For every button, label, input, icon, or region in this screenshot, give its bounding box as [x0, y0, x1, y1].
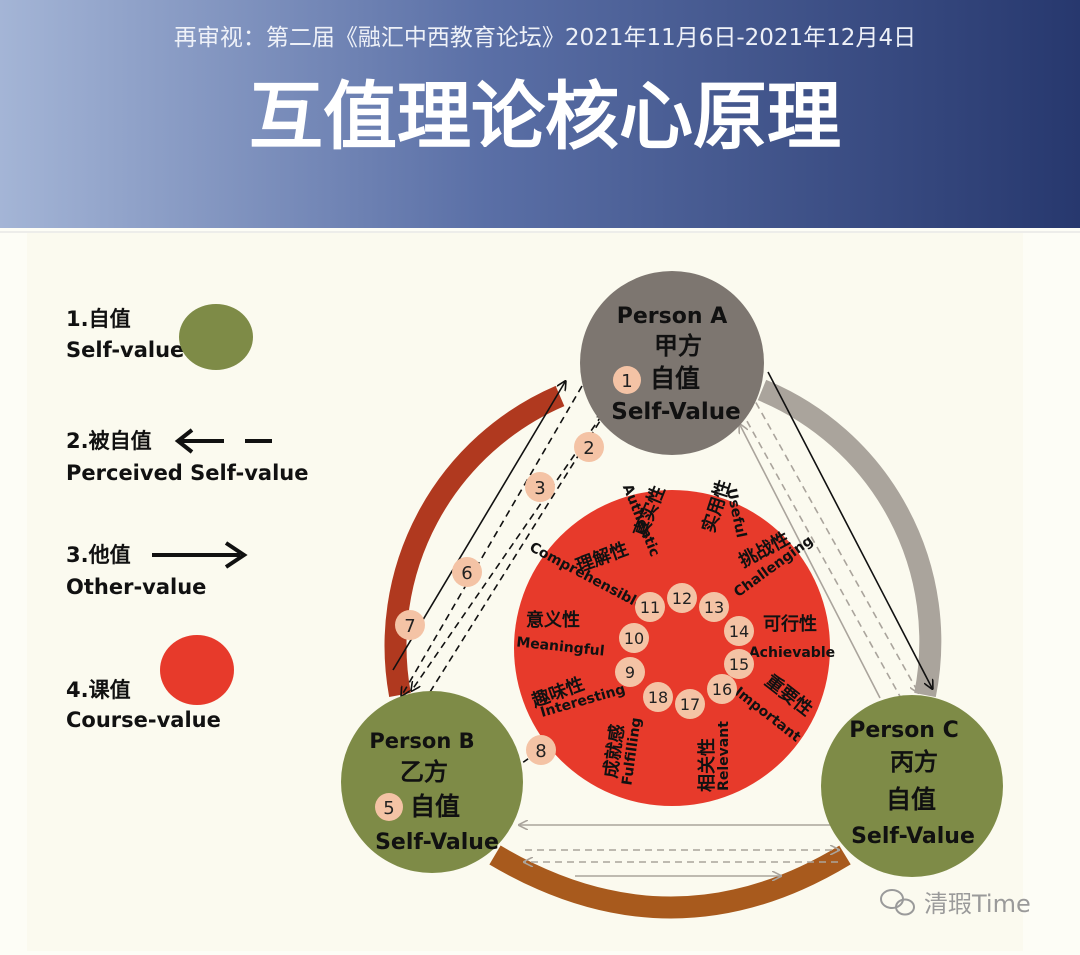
- person-a-circle: [580, 271, 764, 455]
- legend-other-en: Other-value: [66, 575, 206, 599]
- course-number-badge: [675, 689, 705, 719]
- person-a-self-en: Self-Value: [611, 399, 740, 425]
- header-title: 互值理论核心原理: [249, 74, 841, 160]
- course-property-en: Achievable: [749, 645, 835, 661]
- legend-perceived-en: Perceived Self-value: [66, 461, 308, 485]
- legend-self-value-cn: 1.自值: [66, 307, 131, 331]
- watermark-text: 清瑕Time: [924, 890, 1031, 918]
- ring-band-a-c: [757, 379, 942, 698]
- course-number-label: 18: [648, 688, 668, 707]
- header-banner: [0, 0, 1080, 228]
- course-circle: [514, 490, 830, 806]
- relation-badge: [452, 557, 482, 587]
- course-number-label: 10: [624, 629, 644, 648]
- person-b: Person B 乙方 5 自值 Self-Value: [341, 691, 523, 873]
- header-subtitle: 再审视：第二届《融汇中西教育论坛》2021年11月6日-2021年12月4日: [174, 25, 916, 51]
- relation-badge: [574, 432, 604, 462]
- relation-badge-number: 2: [583, 438, 594, 459]
- person-b-self-cn: 自值: [410, 792, 460, 821]
- person-c-self-en: Self-Value: [851, 824, 975, 849]
- course-number-label: 9: [625, 663, 635, 682]
- ring-band-b-c: [489, 845, 851, 919]
- course-number-label: 14: [729, 622, 749, 641]
- person-b-badge-number: 5: [383, 798, 394, 819]
- course-number-badge: [724, 616, 754, 646]
- course-property-cn: 意义性: [526, 609, 580, 631]
- person-c-name: Person C: [849, 718, 959, 743]
- course-number-badge: [707, 674, 737, 704]
- course-number-label: 17: [680, 695, 700, 714]
- person-a: Person A 甲方 1 自值 Self-Value: [580, 271, 764, 455]
- legend-course-swatch: [160, 635, 234, 705]
- watermark: 清瑕Time: [880, 889, 1031, 918]
- relation-badge-number: 3: [534, 478, 545, 499]
- course-number-label: 15: [729, 655, 749, 674]
- course-number-badge: [724, 649, 754, 679]
- relation-badge-number: 7: [404, 616, 415, 637]
- course-number-badge: [643, 682, 673, 712]
- course-property-en: Relevant: [716, 721, 732, 791]
- person-a-cn: 甲方: [654, 332, 702, 360]
- person-a-self-cn: 自值: [650, 364, 700, 393]
- person-a-name: Person A: [617, 304, 727, 329]
- legend-perceived-cn: 2.被自值: [66, 429, 152, 453]
- person-b-badge: [375, 793, 403, 821]
- course-number-label: 11: [640, 598, 660, 617]
- arrows-a-c: [738, 371, 932, 701]
- legend-solid-arrow-icon: [152, 541, 248, 569]
- ring-band-a-b: [384, 385, 565, 697]
- outer-ring: [384, 379, 942, 919]
- person-c-circle: [821, 695, 1003, 877]
- legend-course-en: Course-value: [66, 708, 221, 732]
- course-number-badge: [699, 592, 729, 622]
- relation-badge-number: 8: [535, 741, 546, 762]
- course-number-badge: [635, 592, 665, 622]
- course-number-badge: [667, 583, 697, 613]
- person-b-name: Person B: [369, 729, 474, 753]
- wechat-icon: [880, 889, 915, 916]
- relation-badge: [526, 735, 556, 765]
- person-b-cn: 乙方: [400, 758, 448, 786]
- person-b-circle: [341, 691, 523, 873]
- course-number-badge: [619, 623, 649, 653]
- person-b-self-en: Self-Value: [375, 830, 499, 855]
- legend-self-value-swatch: [179, 304, 253, 370]
- course-number-label: 13: [704, 598, 724, 617]
- course-inner-numbers: 9 10 11 12 13 14 15 16 17 18: [615, 583, 754, 719]
- course-number-label: 16: [712, 680, 732, 699]
- course-number-badge: [615, 657, 645, 687]
- person-a-badge: [613, 366, 641, 394]
- relation-badge-number: 6: [461, 563, 472, 584]
- person-c: Person C 丙方 自值 Self-Value: [821, 695, 1003, 877]
- relation-badge: [395, 610, 425, 640]
- course-number-label: 12: [672, 589, 692, 608]
- relation-badge: [525, 472, 555, 502]
- person-a-badge-number: 1: [621, 371, 632, 392]
- arrows-b-c: [520, 825, 838, 876]
- legend-self-value-en: Self-value: [66, 338, 184, 362]
- person-c-self-cn: 自值: [886, 785, 936, 814]
- legend-course-cn: 4.课值: [66, 678, 131, 702]
- relation-badges: 2 3 6 7 8: [395, 432, 604, 765]
- legend: 1.自值 Self-value 2.被自值 Perceived Self-val…: [66, 304, 308, 732]
- legend-other-cn: 3.他值: [66, 543, 131, 567]
- course-property-cn: 相关性: [696, 738, 718, 792]
- person-c-cn: 丙方: [890, 748, 938, 776]
- legend-dashed-arrow-icon: [174, 428, 272, 454]
- course-property-cn: 可行性: [763, 613, 817, 635]
